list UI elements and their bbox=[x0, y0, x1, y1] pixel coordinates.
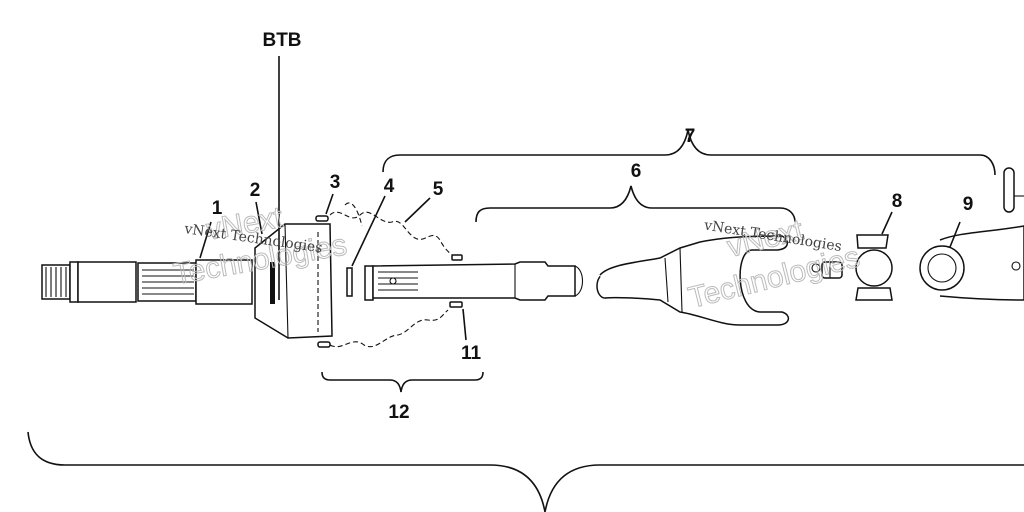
label-5: 5 bbox=[433, 179, 444, 200]
shaft-main bbox=[372, 261, 576, 301]
shaft-spline-lines bbox=[378, 271, 418, 291]
yoke bbox=[599, 235, 790, 326]
clamp-bottom bbox=[317, 341, 331, 348]
u-joint bbox=[855, 234, 893, 301]
boot-outline bbox=[329, 202, 459, 348]
label-11: 11 bbox=[461, 343, 482, 364]
snap-ring bbox=[346, 267, 353, 297]
leader-3 bbox=[325, 193, 334, 215]
housing-slot bbox=[270, 262, 275, 304]
leader-2 bbox=[255, 201, 263, 235]
intermediate-shaft bbox=[364, 254, 614, 308]
pitman-arm bbox=[919, 167, 1024, 301]
label-8: 8 bbox=[892, 191, 903, 212]
label-2: 2 bbox=[250, 180, 261, 201]
label-12: 12 bbox=[388, 402, 409, 423]
shaft-body-2 bbox=[195, 259, 253, 305]
bracket-6 bbox=[475, 185, 796, 223]
spline-lines bbox=[142, 269, 194, 295]
grease-fitting bbox=[811, 261, 843, 279]
label-4: 4 bbox=[384, 176, 395, 197]
clamp-top bbox=[315, 215, 329, 222]
label-btb: BTB bbox=[262, 30, 301, 51]
leader-8 bbox=[881, 211, 893, 235]
bracket-main bbox=[27, 431, 1024, 512]
bracket-12 bbox=[321, 371, 484, 393]
clamp-small-bottom bbox=[449, 301, 463, 308]
bracket-7 bbox=[382, 129, 996, 176]
pin bbox=[1003, 167, 1015, 213]
leader-11 bbox=[462, 308, 467, 341]
leader-4 bbox=[351, 195, 386, 267]
leader-1 bbox=[199, 221, 212, 259]
cv-joint-housing bbox=[254, 215, 333, 348]
thread-lines bbox=[45, 267, 67, 297]
label-6: 6 bbox=[631, 161, 642, 182]
shaft-lip bbox=[364, 265, 374, 301]
leader-9 bbox=[949, 221, 961, 248]
leader-5 bbox=[404, 197, 431, 223]
label-7: 7 bbox=[685, 126, 696, 147]
shaft-collar bbox=[69, 261, 79, 303]
clamp-small-top bbox=[451, 254, 463, 261]
label-3: 3 bbox=[330, 172, 341, 193]
shaft-body-1 bbox=[77, 261, 137, 303]
label-9: 9 bbox=[963, 194, 974, 215]
axle-shaft bbox=[41, 259, 253, 305]
label-1: 1 bbox=[212, 198, 223, 219]
